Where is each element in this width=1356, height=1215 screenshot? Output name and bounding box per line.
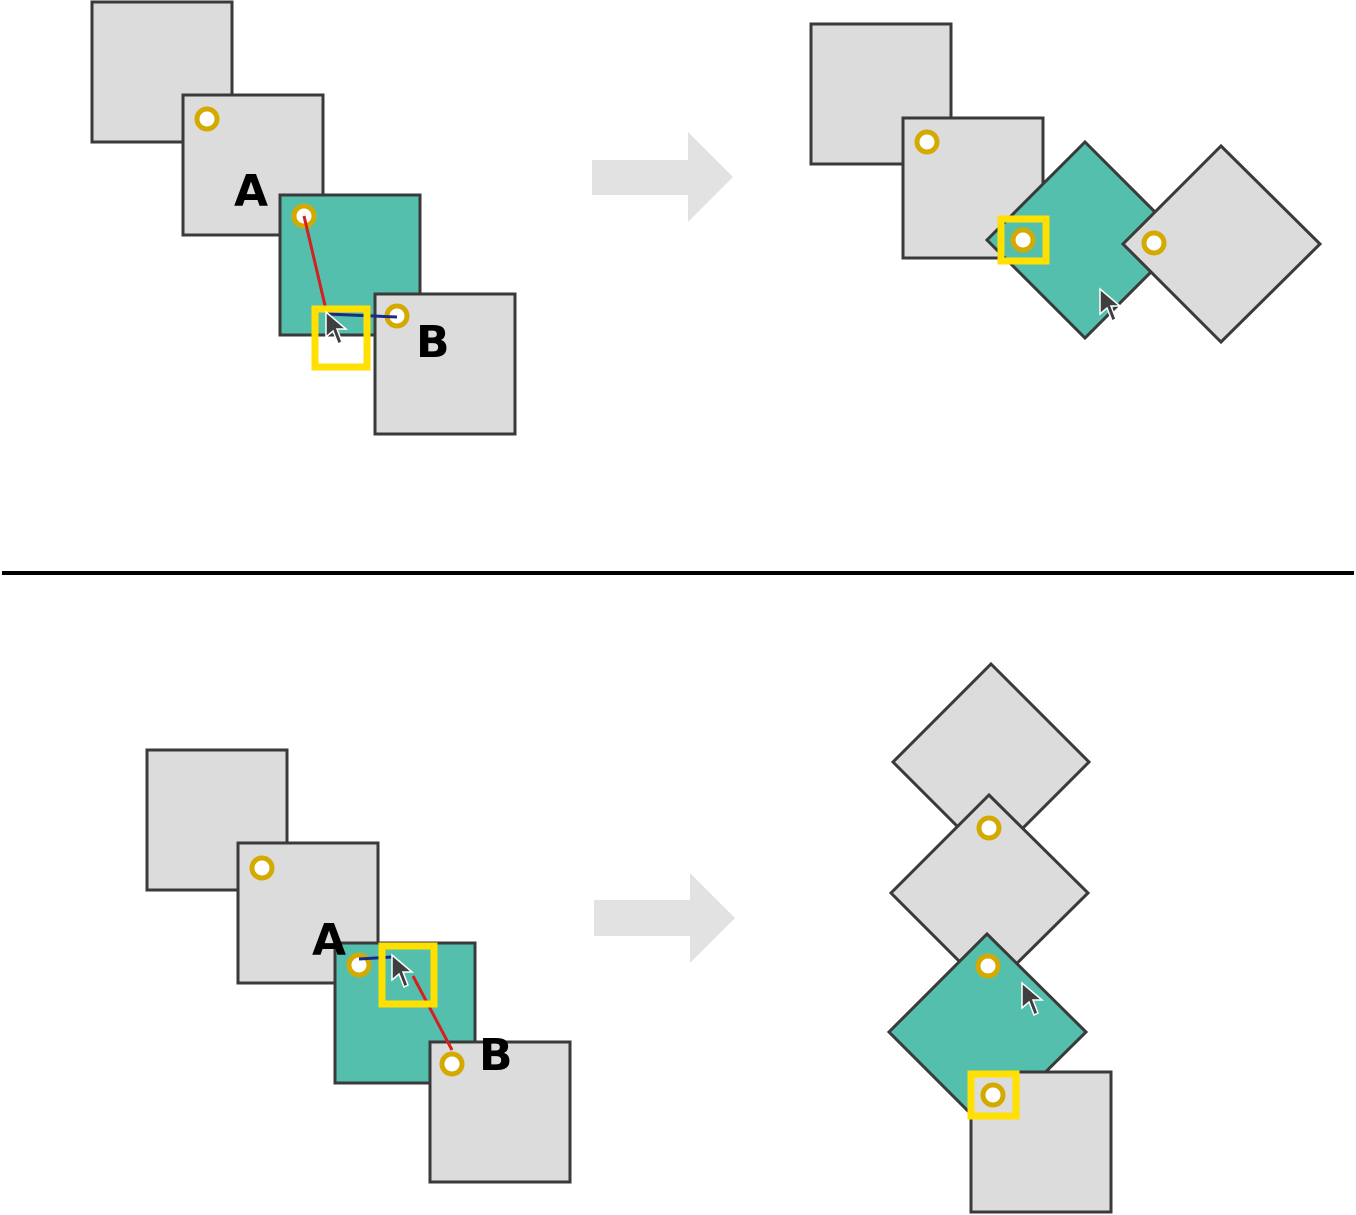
selection-highlight xyxy=(967,1070,1020,1120)
pivot-marker xyxy=(975,953,1001,979)
right-arrow-icon xyxy=(592,132,733,222)
selection-highlight xyxy=(378,942,438,1008)
distance-line-b xyxy=(358,955,393,961)
pivot-marker xyxy=(194,106,220,132)
label-b: B xyxy=(416,317,450,368)
top-before-panel: A B xyxy=(90,0,517,436)
pivot-marker xyxy=(1010,227,1036,253)
pivot-marker xyxy=(914,129,940,155)
selection-highlight xyxy=(311,305,371,371)
top-after-panel xyxy=(809,22,1323,345)
right-arrow-icon xyxy=(594,873,735,963)
label-a: A xyxy=(312,915,346,966)
label-a: A xyxy=(234,166,268,217)
bottom-after-panel xyxy=(886,661,1113,1214)
bottom-before-panel: A B xyxy=(145,748,572,1184)
selection-highlight xyxy=(997,215,1050,265)
distance-line-b xyxy=(326,312,398,319)
pivot-marker-b xyxy=(439,1051,465,1077)
pivot-marker xyxy=(980,1082,1006,1108)
pivot-marker xyxy=(249,855,275,881)
diamond-4 xyxy=(1120,143,1323,345)
label-b: B xyxy=(479,1030,513,1081)
distance-line-a xyxy=(302,215,329,315)
pivot-marker xyxy=(1141,230,1167,256)
pivot-marker xyxy=(976,815,1002,841)
diamond-active xyxy=(984,139,1186,341)
distance-line-a xyxy=(411,975,454,1051)
